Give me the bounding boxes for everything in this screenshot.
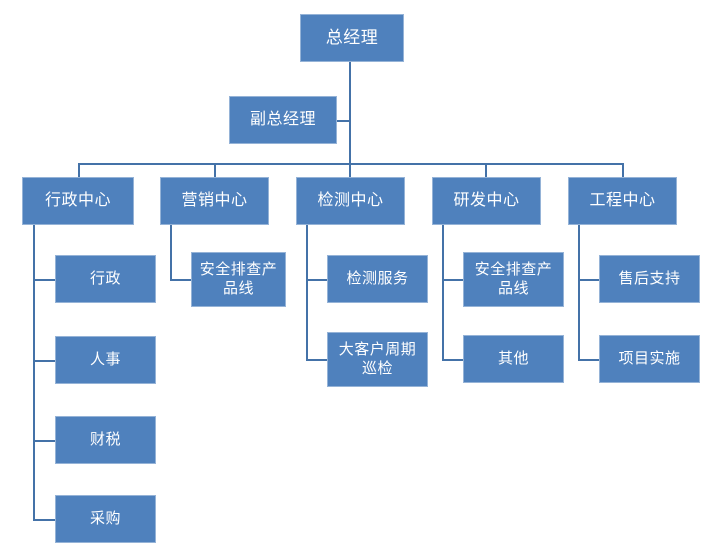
connector-stub-rnd-2: [442, 359, 463, 361]
node-dept-admin-3[interactable]: 财税: [55, 416, 156, 464]
node-deputy-general-manager-label: 副总经理: [249, 111, 316, 128]
connector-stub-admin-4: [33, 519, 55, 521]
connector-ceo-to-bus: [349, 62, 351, 165]
node-center-marketing-label: 营销中心: [181, 192, 248, 209]
node-dept-admin-2-label: 人事: [89, 350, 121, 368]
node-general-manager-label: 总经理: [325, 28, 379, 48]
node-dept-rnd-1[interactable]: 安全排查产品线: [463, 252, 564, 307]
node-deputy-general-manager[interactable]: 副总经理: [229, 96, 337, 144]
node-center-rnd[interactable]: 研发中心: [432, 177, 541, 225]
node-dept-testing-1-label: 检测服务: [346, 269, 409, 287]
node-center-marketing[interactable]: 营销中心: [160, 177, 269, 225]
node-center-testing[interactable]: 检测中心: [296, 177, 405, 225]
node-dept-rnd-1-label: 安全排查产品线: [474, 260, 553, 297]
node-dept-admin-4-label: 采购: [89, 509, 121, 527]
node-dept-testing-1[interactable]: 检测服务: [327, 255, 428, 303]
connector-spine-testing: [306, 225, 308, 361]
node-center-engineering[interactable]: 工程中心: [568, 177, 677, 225]
connector-bus-drop-engineering: [622, 163, 624, 178]
node-center-rnd-label: 研发中心: [453, 192, 520, 209]
node-dept-engineering-1[interactable]: 售后支持: [599, 255, 700, 303]
node-dept-marketing-1[interactable]: 安全排查产品线: [191, 252, 286, 307]
connector-stub-engineering-2: [578, 359, 599, 361]
connector-stub-admin-1: [33, 279, 55, 281]
connector-stub-admin-2: [33, 360, 55, 362]
node-dept-rnd-2-label: 其他: [497, 349, 529, 367]
node-general-manager[interactable]: 总经理: [300, 14, 404, 62]
node-dept-rnd-2[interactable]: 其他: [463, 335, 564, 383]
connector-stub-admin-3: [33, 440, 55, 442]
connector-spine-marketing: [170, 225, 172, 281]
node-center-admin[interactable]: 行政中心: [22, 177, 134, 225]
connector-bus-drop-admin: [78, 163, 80, 178]
connector-bus-drop-testing: [349, 163, 351, 178]
node-dept-marketing-1-label: 安全排查产品线: [199, 260, 278, 297]
connector-bus-drop-marketing: [214, 163, 216, 178]
node-dept-engineering-1-label: 售后支持: [618, 269, 681, 287]
node-dept-admin-4[interactable]: 采购: [55, 495, 156, 543]
connector-spine-rnd: [442, 225, 444, 361]
node-dept-testing-2-label: 大客户周期巡检: [338, 340, 417, 377]
connector-deputy-stub: [337, 120, 351, 122]
connector-bus-drop-rnd: [485, 163, 487, 178]
node-dept-engineering-2[interactable]: 项目实施: [599, 335, 700, 383]
connector-stub-marketing-1: [170, 279, 191, 281]
connector-stub-testing-2: [306, 359, 327, 361]
node-center-engineering-label: 工程中心: [589, 192, 656, 209]
node-dept-testing-2[interactable]: 大客户周期巡检: [327, 332, 428, 387]
node-center-admin-label: 行政中心: [44, 192, 111, 209]
connector-center-bus: [78, 163, 624, 165]
node-dept-engineering-2-label: 项目实施: [618, 349, 681, 367]
node-dept-admin-1-label: 行政: [89, 269, 121, 287]
node-dept-admin-1[interactable]: 行政: [55, 255, 156, 303]
node-dept-admin-3-label: 财税: [89, 430, 121, 448]
node-center-testing-label: 检测中心: [317, 192, 384, 209]
connector-stub-rnd-1: [442, 279, 463, 281]
connector-spine-admin: [33, 225, 35, 521]
connector-stub-testing-1: [306, 279, 327, 281]
connector-spine-engineering: [578, 225, 580, 361]
connector-stub-engineering-1: [578, 279, 599, 281]
node-dept-admin-2[interactable]: 人事: [55, 336, 156, 384]
